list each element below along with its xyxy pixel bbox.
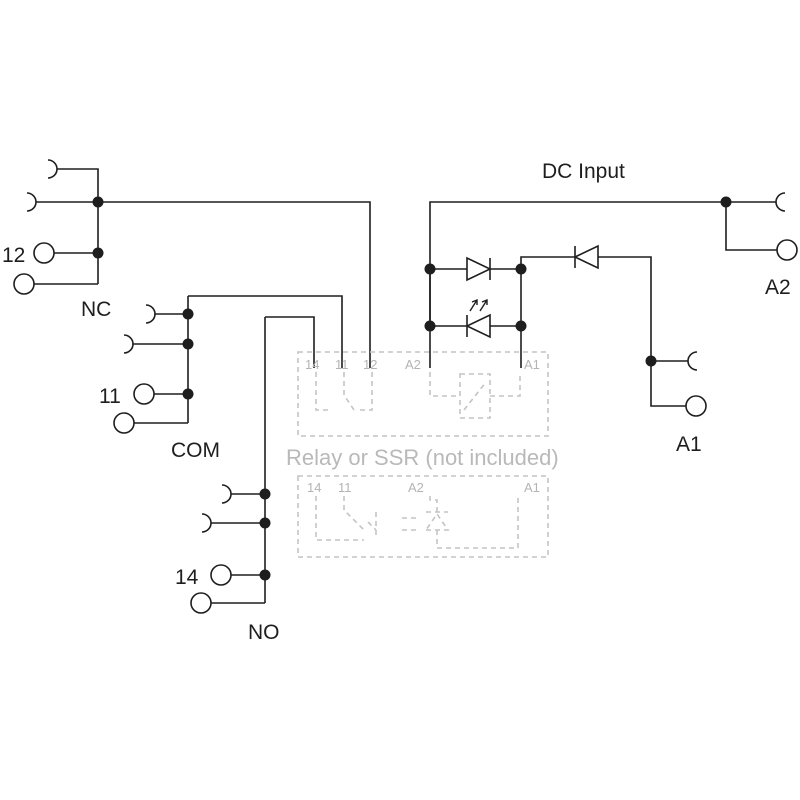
com-junction-2 bbox=[182, 338, 194, 350]
com-screw-terminal-lower bbox=[113, 412, 135, 434]
relay-caption: Relay or SSR (not included) bbox=[286, 445, 559, 470]
nc-screw-terminal-upper bbox=[33, 242, 55, 264]
a2-label: A2 bbox=[765, 276, 791, 299]
relay-upper-outline bbox=[297, 351, 549, 437]
no-socket-upper bbox=[221, 484, 232, 504]
nc-to-relay-wire bbox=[98, 201, 371, 368]
com-label: COM bbox=[171, 439, 220, 462]
series-diode-icon bbox=[573, 244, 599, 270]
no-label: NO bbox=[248, 621, 280, 644]
nc-socket-upper bbox=[47, 159, 58, 179]
bridge-junction-top-left bbox=[424, 263, 436, 275]
relay-ghost: 14 11 12 A2 A1 Relay or SSR (not include… bbox=[286, 351, 559, 558]
com-socket-lower bbox=[123, 334, 134, 354]
a1-junction bbox=[645, 355, 657, 367]
a1-label: A1 bbox=[676, 433, 702, 456]
nc-label: NC bbox=[81, 298, 111, 321]
a1-screw-terminal bbox=[685, 395, 707, 417]
dc-input-label: DC Input bbox=[542, 160, 625, 183]
no-to-relay-wire bbox=[265, 316, 315, 368]
no-terminal-group: 14 NO bbox=[175, 316, 315, 644]
nc-pin-number: 12 bbox=[2, 244, 25, 267]
bridge-junction-bottom-left bbox=[424, 320, 436, 332]
protection-diode-icon bbox=[466, 256, 492, 282]
ssr-pin-11: 11 bbox=[338, 480, 352, 495]
a2-terminal-wire bbox=[725, 202, 777, 251]
no-pin-number: 14 bbox=[175, 566, 199, 589]
no-junction-3 bbox=[259, 569, 271, 581]
ssr-pin-14: 14 bbox=[307, 480, 321, 495]
com-terminal-group: 11 COM bbox=[99, 295, 343, 462]
relay-upper-pin-11: 11 bbox=[335, 357, 349, 372]
no-screw-terminal-upper bbox=[210, 564, 232, 586]
a2-socket bbox=[775, 192, 786, 212]
com-screw-terminal-upper bbox=[133, 383, 155, 405]
relay-upper-pin-12: 12 bbox=[363, 357, 377, 372]
nc-screw-terminal-lower bbox=[13, 273, 35, 295]
com-junction-1 bbox=[182, 308, 194, 320]
relay-upper-pin-a2: A2 bbox=[405, 357, 421, 372]
nc-junction-lower bbox=[92, 247, 104, 259]
no-screw-terminal-lower bbox=[190, 592, 212, 614]
relay-coil-icon bbox=[429, 372, 521, 419]
com-pin-number: 11 bbox=[99, 385, 121, 408]
no-junction-2 bbox=[259, 517, 271, 529]
dc-input-circuit: DC Input A2 bbox=[424, 160, 798, 456]
ssr-optocoupler-icon bbox=[402, 496, 519, 549]
bridge-junction-bottom-right bbox=[515, 320, 527, 332]
ssr-pin-a2: A2 bbox=[408, 480, 424, 495]
nc-terminal-group: 12 NC bbox=[2, 159, 371, 368]
com-to-relay-wire bbox=[188, 295, 343, 368]
a2-junction bbox=[720, 196, 732, 208]
no-socket-lower bbox=[201, 513, 212, 533]
com-socket-upper bbox=[145, 304, 156, 324]
nc-wire-socket-upper bbox=[57, 168, 99, 202]
relay-upper-pin-14: 14 bbox=[305, 357, 319, 372]
status-led-icon bbox=[465, 298, 491, 339]
relay-contact-icon bbox=[315, 372, 373, 411]
a1-socket bbox=[687, 351, 698, 371]
com-junction-3 bbox=[182, 388, 194, 400]
nc-socket-lower bbox=[26, 192, 37, 212]
relay-upper-pin-a1: A1 bbox=[524, 357, 540, 372]
a2-screw-terminal bbox=[776, 239, 798, 261]
ssr-outline bbox=[297, 475, 549, 558]
a2-main-wire bbox=[429, 201, 776, 368]
a1-feed-wire bbox=[520, 256, 686, 407]
no-junction-1 bbox=[259, 488, 271, 500]
ssr-pin-a1: A1 bbox=[524, 480, 540, 495]
ssr-transistor-icon bbox=[315, 496, 377, 541]
